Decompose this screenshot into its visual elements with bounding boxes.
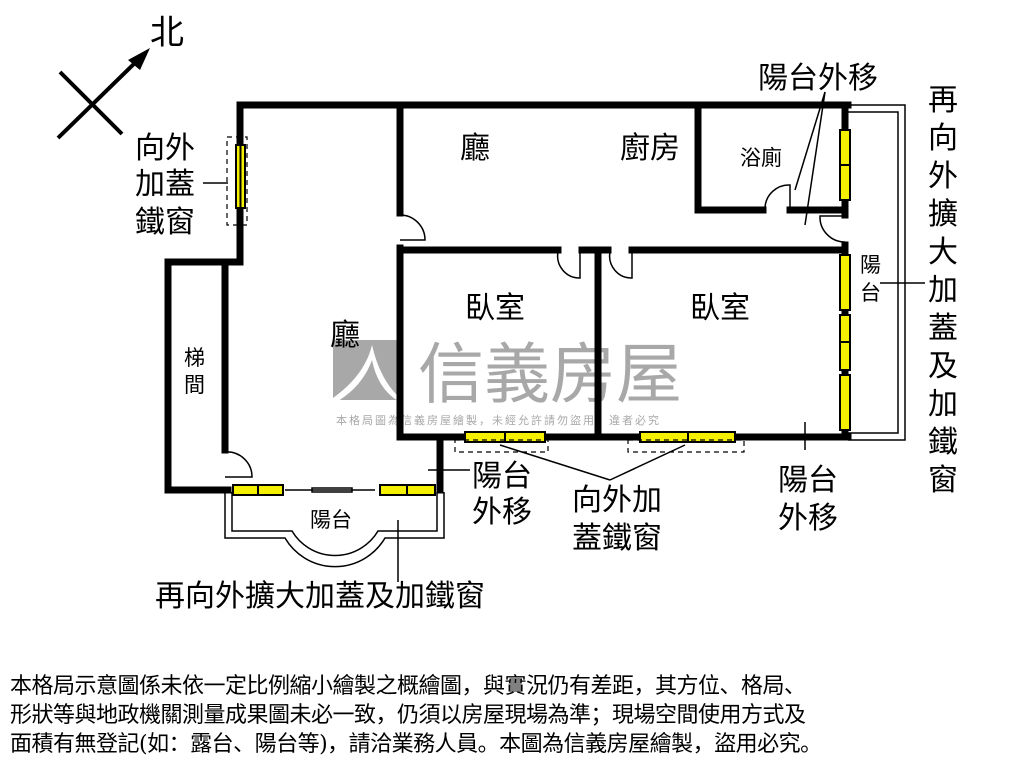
annotation-balcony-moved-2: 陽台 bbox=[778, 463, 838, 498]
svg-text:外: 外 bbox=[928, 159, 958, 194]
annotation-bottom-extension: 再向外擴大加蓋及加鐵窗 bbox=[155, 579, 485, 614]
room-balcony-right: 陽 bbox=[860, 253, 881, 277]
annotation-right-extension: 再 向 外 擴 大 加 蓋 及 加 鐵 窗 bbox=[928, 83, 958, 498]
compass bbox=[56, 48, 150, 140]
north-arrow-icon bbox=[128, 48, 150, 70]
door bbox=[819, 215, 846, 243]
svg-text:窗: 窗 bbox=[928, 463, 958, 498]
door bbox=[608, 251, 633, 279]
watermark: 信義房屋 本格局圖為信義房屋繪製，未經允許請勿盜用，違者必究 bbox=[333, 336, 682, 427]
annotation-window-bottom: 蓋鐵窗 bbox=[572, 521, 662, 556]
annotation-balcony-moved-1: 陽台 bbox=[472, 459, 532, 494]
room-balcony-right: 台 bbox=[860, 281, 881, 305]
svg-text:再: 再 bbox=[928, 83, 958, 118]
annotation-left-window: 加蓋 bbox=[135, 167, 195, 202]
svg-text:加: 加 bbox=[928, 273, 958, 308]
watermark-brand: 信義房屋 bbox=[418, 336, 682, 413]
room-hall-upper: 廳 bbox=[460, 131, 490, 166]
annotation-left-window: 鐵窗 bbox=[135, 205, 195, 240]
annotation-balcony-moved-2: 外移 bbox=[778, 501, 838, 536]
room-bedroom-2: 臥室 bbox=[690, 291, 750, 326]
annotation-top-balcony-moved: 陽台外移 bbox=[758, 61, 878, 96]
svg-text:向: 向 bbox=[928, 121, 958, 156]
balcony-outlines bbox=[224, 104, 906, 568]
room-stairwell: 梯 bbox=[184, 346, 205, 370]
disclaimer-line: 本格局示意圖係未依一定比例縮小繪製之概繪圖，與實況仍有差距，其方位、格局、 bbox=[10, 674, 806, 699]
svg-text:加: 加 bbox=[928, 387, 958, 422]
door bbox=[764, 184, 791, 209]
door bbox=[556, 251, 581, 279]
door bbox=[399, 214, 426, 241]
room-bathroom: 浴廁 bbox=[740, 146, 782, 170]
annotation-window-bottom: 向外加 bbox=[572, 483, 662, 518]
annotation-left-window: 向外 bbox=[135, 131, 195, 166]
door bbox=[224, 451, 253, 478]
window-extension-outlines bbox=[226, 136, 745, 453]
svg-text:擴: 擴 bbox=[928, 197, 958, 232]
windows bbox=[232, 129, 851, 496]
disclaimer: 本格局示意圖係未依一定比例縮小繪製之概繪圖，與實況仍有差距，其方位、格局、 形狀… bbox=[10, 672, 1020, 759]
annotation-balcony-moved-1: 外移 bbox=[472, 495, 532, 530]
leader-lines bbox=[203, 91, 925, 582]
room-hall-lower: 廳 bbox=[330, 318, 360, 353]
room-bedroom-1: 臥室 bbox=[465, 291, 525, 326]
svg-text:及: 及 bbox=[928, 349, 958, 384]
watermark-notice: 本格局圖為信義房屋繪製，未經允許請勿盜用，違者必究 bbox=[336, 413, 661, 427]
north-label: 北 bbox=[150, 13, 184, 53]
room-balcony-bottom: 陽台 bbox=[310, 508, 352, 532]
disclaimer-line: 面積有無登記(如：露台、陽台等)，請洽業務人員。本圖為信義房屋繪製，盜用必究。 bbox=[10, 732, 822, 757]
svg-text:鐵: 鐵 bbox=[928, 425, 958, 460]
doors bbox=[224, 184, 846, 478]
svg-text:蓋: 蓋 bbox=[928, 311, 958, 346]
room-stairwell: 間 bbox=[184, 373, 205, 397]
svg-text:大: 大 bbox=[928, 235, 958, 270]
room-kitchen: 廚房 bbox=[620, 131, 680, 166]
disclaimer-line: 形狀等與地政機關測量成果圖未必一致，仍須以房屋現場為準；現場空間使用方式及 bbox=[10, 703, 806, 728]
